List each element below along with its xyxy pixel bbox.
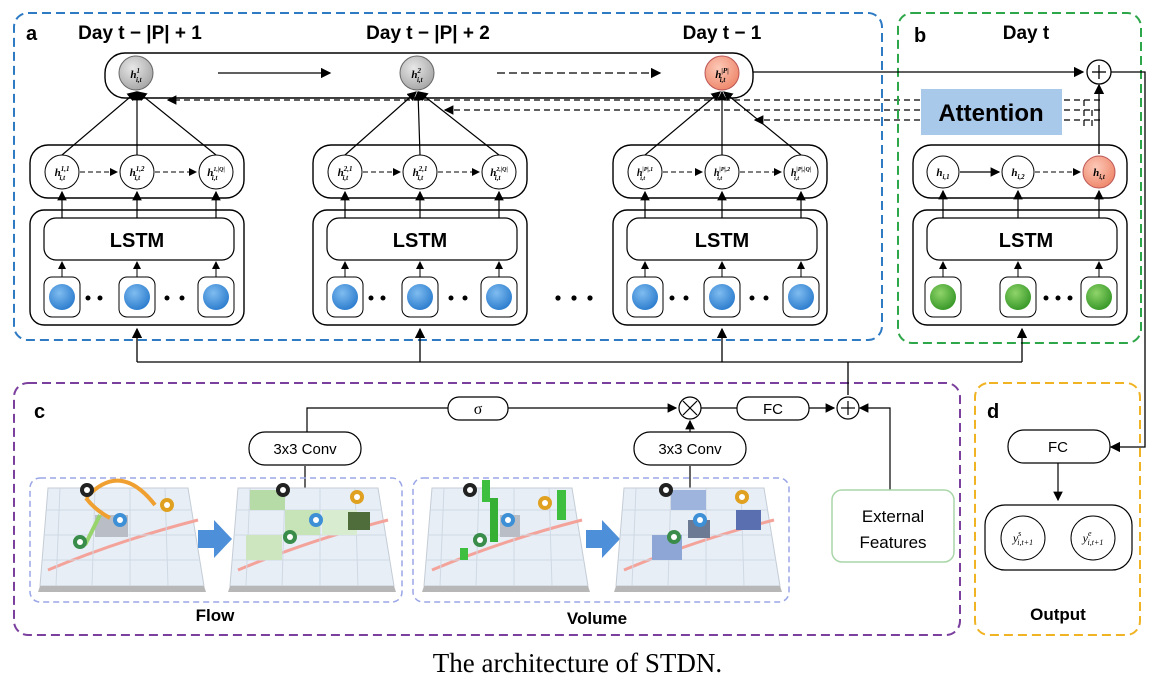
conv-box-flow [248,431,362,466]
svg-text:h2i,t: h2i,t [411,67,423,84]
figure-caption: The architecture of STDN. [432,648,723,678]
fc-box-d [1007,429,1111,464]
volume-label: Volume [567,609,627,628]
conv-box-volume [633,431,747,466]
top-state-p: h|P|i,t [704,55,740,91]
lstm-label-4: LSTM [999,230,1053,252]
panel-a-label: a [26,23,38,45]
lstm-label-1: LSTM [110,230,164,252]
output-container [984,504,1133,571]
external-features-box [831,489,955,563]
flow-map-right [228,483,396,592]
external-features-line2: Features [859,533,926,552]
day-title-1: Day t − |P| + 1 [78,23,202,44]
conv-label-volume: 3x3 Conv [658,441,722,458]
combine-plus-c [836,396,860,420]
day-title-4: Day t [1003,23,1050,44]
svg-text:h1i,t: h1i,t [130,67,142,84]
panel-c-label: c [34,401,45,423]
top-state-container [104,52,754,99]
flow-map-left [38,478,206,592]
volume-map-group [412,477,790,603]
output-label: Output [1030,605,1086,624]
attention-box [921,89,1062,135]
panel-c-border [13,382,961,636]
multiply-node [678,396,702,420]
day-title-3: Day t − 1 [683,23,762,44]
combine-plus-top [1086,59,1112,85]
external-features-line1: External [862,507,924,526]
lstm-label-2: LSTM [393,230,447,252]
fc-label-c: FC [763,401,783,418]
fc-label-d: FC [1048,439,1068,456]
conv-label-flow: 3x3 Conv [273,441,337,458]
panel-d-label: d [987,401,999,423]
day-title-2: Day t − |P| + 2 [366,23,490,44]
panel-b-label: b [914,25,926,47]
day-group-t: LSTM hi,1 hi,2 hi,t [912,144,1128,326]
volume-map-right [614,483,782,592]
panel-d-border [974,382,1141,636]
panel-a-border [13,12,883,341]
volume-arrow-icon [586,520,620,558]
flow-label: Flow [196,606,235,625]
lstm-label-3: LSTM [695,230,749,252]
feature-feed-lines [131,327,1028,395]
sigma-label: σ [474,401,483,418]
flow-map-group [29,477,403,603]
volume-map-left [422,480,590,592]
flow-arrow-icon [198,520,232,558]
attention-label: Attention [938,100,1043,127]
svg-text:h|P|i,t: h|P|i,t [715,67,728,84]
